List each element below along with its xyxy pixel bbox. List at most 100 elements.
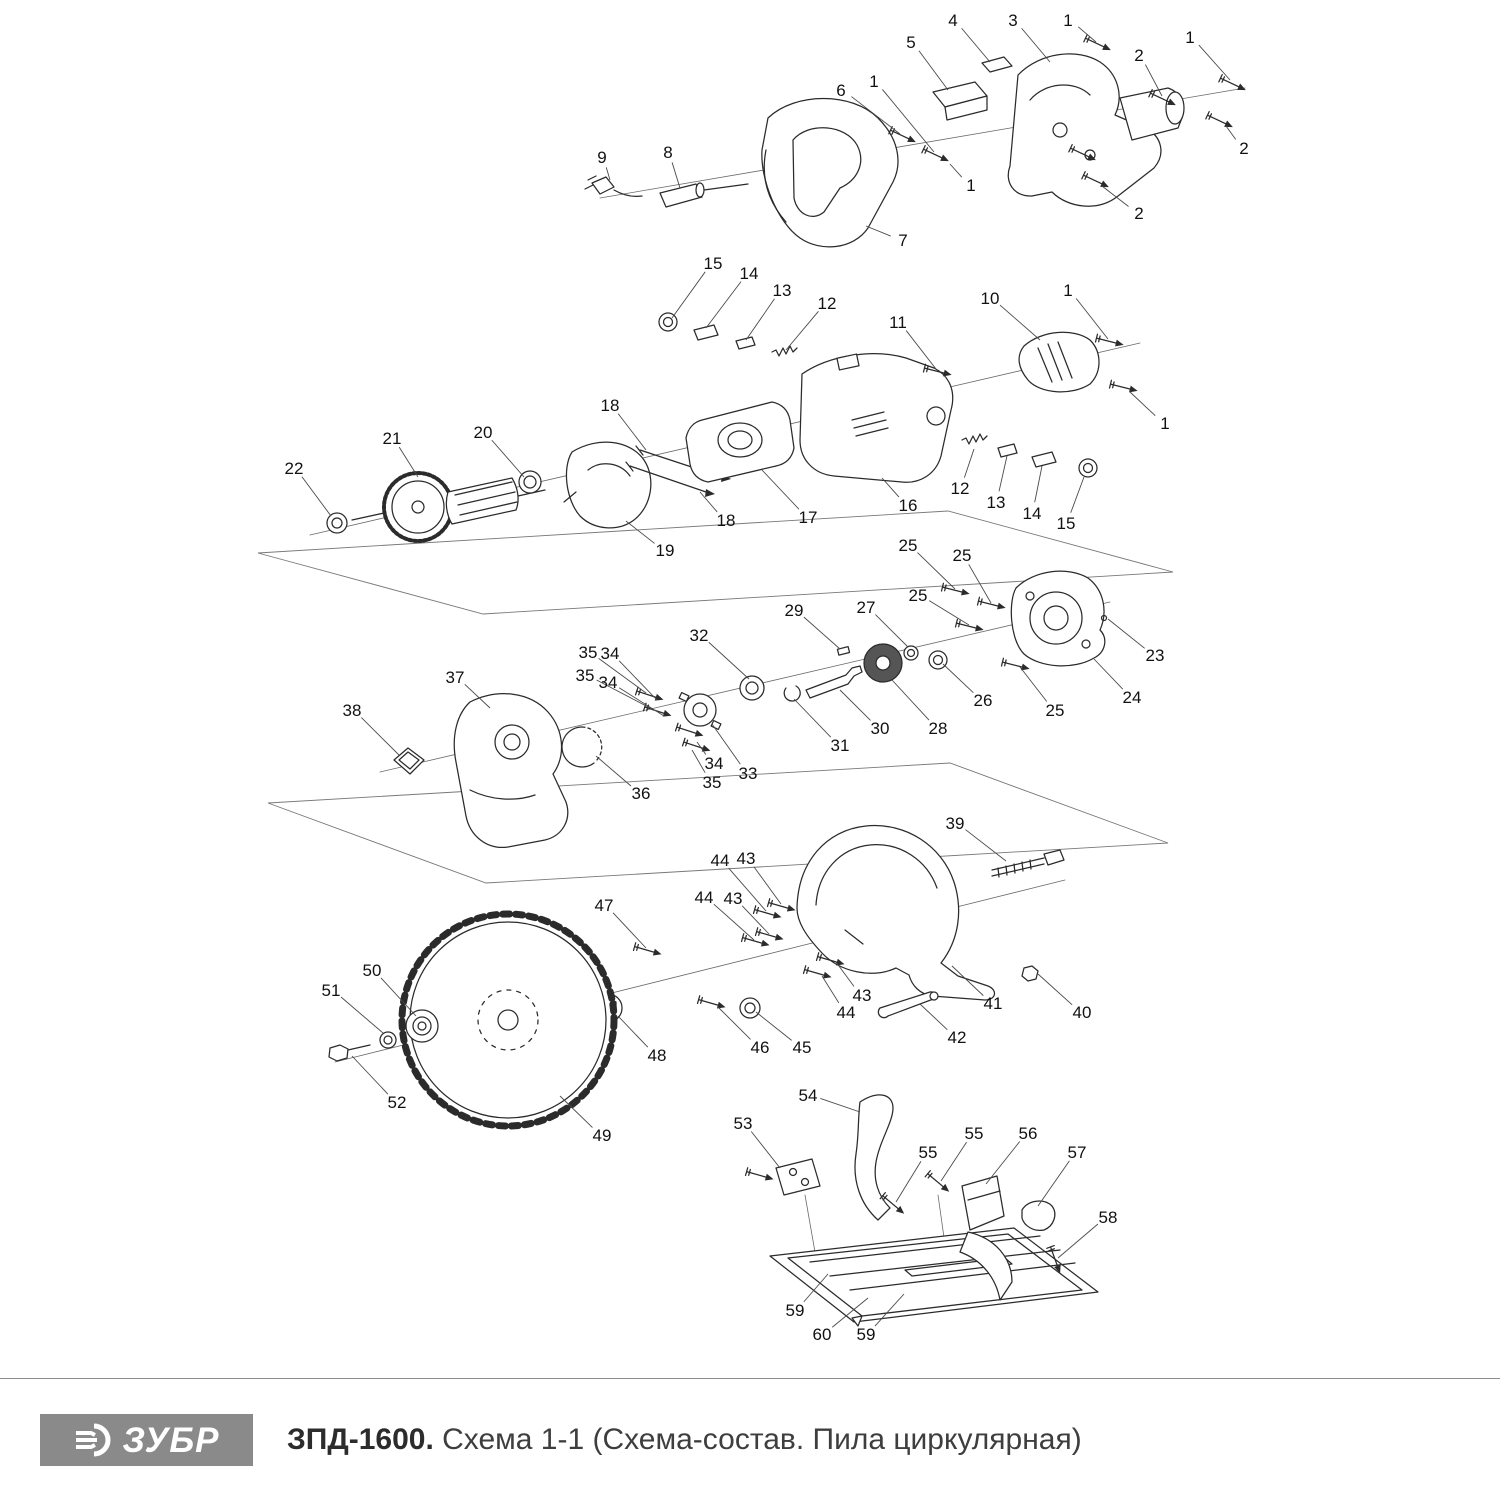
callout-leader-line xyxy=(942,663,974,693)
callout-leader-line xyxy=(851,96,901,135)
part-number-47: 47 xyxy=(595,896,614,915)
part-number-2: 2 xyxy=(1134,46,1143,65)
part-number-43: 43 xyxy=(853,986,872,1005)
part-number-59: 59 xyxy=(857,1325,876,1344)
part-number-4: 4 xyxy=(948,11,957,30)
part-number-17: 17 xyxy=(799,508,818,527)
callout-leader-line xyxy=(340,996,384,1034)
callout-leader-line xyxy=(895,1161,922,1203)
callout-leader-line xyxy=(699,491,718,513)
callout-leader-line xyxy=(1070,476,1085,513)
model-number: ЗПД-1600. xyxy=(287,1423,434,1456)
part-number-34: 34 xyxy=(705,754,724,773)
callout-leader-line xyxy=(596,679,653,710)
callout-leader-line xyxy=(559,1095,593,1128)
part-number-55: 55 xyxy=(965,1124,984,1143)
callout-leader-line xyxy=(874,1293,905,1327)
diagram-subtitle: Схема 1-1 (Схема-состав. Пила циркулярна… xyxy=(442,1423,1082,1456)
callout-leader-line xyxy=(598,657,647,694)
callout-leader-line xyxy=(882,89,935,153)
callout-leader-line xyxy=(961,27,991,63)
callout-leader-line xyxy=(1019,666,1048,702)
motor-assembly-drawing xyxy=(326,312,1140,543)
callout-leader-line xyxy=(865,225,892,237)
part-number-1: 1 xyxy=(966,176,975,195)
callout-leader-line xyxy=(928,600,970,626)
callout-leader-line xyxy=(761,469,800,510)
callout-leader-line xyxy=(491,439,525,478)
callout-leader-line xyxy=(464,683,491,709)
callout-leader-line xyxy=(785,311,819,351)
part-number-1: 1 xyxy=(1063,11,1072,30)
part-number-35: 35 xyxy=(703,773,722,792)
callout-leader-line xyxy=(1034,465,1043,503)
part-number-29: 29 xyxy=(785,601,804,620)
callout-leader-line xyxy=(1077,26,1097,43)
part-number-1: 1 xyxy=(1185,28,1194,47)
part-number-38: 38 xyxy=(343,701,362,720)
part-number-12: 12 xyxy=(951,479,970,498)
part-number-41: 41 xyxy=(984,994,1003,1013)
zubr-logo-icon xyxy=(75,1423,110,1457)
part-number-1: 1 xyxy=(869,72,878,91)
callout-leader-line xyxy=(1225,125,1237,140)
part-number-44: 44 xyxy=(695,888,714,907)
callout-leader-line xyxy=(963,448,975,478)
part-number-51: 51 xyxy=(322,981,341,1000)
callout-leader-line xyxy=(398,446,419,478)
part-number-30: 30 xyxy=(871,719,890,738)
part-number-37: 37 xyxy=(446,668,465,687)
callout-leader-line xyxy=(713,903,755,941)
part-number-23: 23 xyxy=(1146,646,1165,665)
callout-leader-line xyxy=(351,1055,389,1095)
part-number-27: 27 xyxy=(857,598,876,617)
callout-leader-line xyxy=(618,687,665,717)
callout-leader-line xyxy=(753,866,782,905)
part-number-6: 6 xyxy=(836,81,845,100)
callout-leader-line xyxy=(696,741,707,755)
part-number-18: 18 xyxy=(717,511,736,530)
part-number-8: 8 xyxy=(663,143,672,162)
part-number-7: 7 xyxy=(898,231,907,250)
part-number-46: 46 xyxy=(751,1038,770,1057)
callout-leader-line xyxy=(951,965,984,996)
callout-leader-line xyxy=(617,1015,649,1048)
part-number-43: 43 xyxy=(737,849,756,868)
part-number-12: 12 xyxy=(818,294,837,313)
callout-leader-line xyxy=(881,477,900,498)
callout-leader-line xyxy=(940,1141,968,1182)
part-number-25: 25 xyxy=(909,586,928,605)
callout-leader-line xyxy=(820,1097,861,1113)
callout-leader-line xyxy=(741,905,770,935)
callout-leader-line xyxy=(999,304,1041,341)
callout-leader-line xyxy=(617,413,647,451)
callout-leader-line xyxy=(711,723,741,765)
part-number-48: 48 xyxy=(648,1046,667,1065)
callout-leader-line xyxy=(803,1273,829,1303)
callout-leader-line xyxy=(1057,1223,1099,1259)
gearbox-assembly-drawing xyxy=(393,570,1108,848)
callout-leader-line xyxy=(1037,973,1073,1006)
part-number-13: 13 xyxy=(773,281,792,300)
plane-outline-upper xyxy=(257,510,1174,615)
part-number-43: 43 xyxy=(724,889,743,908)
part-number-14: 14 xyxy=(1023,504,1042,523)
callout-leader-line xyxy=(949,163,963,178)
callout-leader-line xyxy=(717,1006,751,1040)
part-number-44: 44 xyxy=(711,851,730,870)
callout-leader-line xyxy=(793,698,832,738)
part-number-35: 35 xyxy=(579,643,598,662)
part-number-44: 44 xyxy=(837,1003,856,1022)
callout-leader-line xyxy=(361,717,400,756)
callout-leader-line xyxy=(705,281,742,329)
callout-leader-line xyxy=(745,298,775,341)
part-number-2: 2 xyxy=(1239,139,1248,158)
part-number-26: 26 xyxy=(974,691,993,710)
zubr-logo: ЗУБР xyxy=(40,1414,253,1466)
callout-leader-line xyxy=(839,689,871,721)
callout-leader-line xyxy=(1037,1160,1070,1207)
callout-leader-line xyxy=(618,660,658,701)
handle-assembly-drawing xyxy=(584,33,1249,248)
guard-blade-assembly-drawing xyxy=(328,824,1065,1130)
